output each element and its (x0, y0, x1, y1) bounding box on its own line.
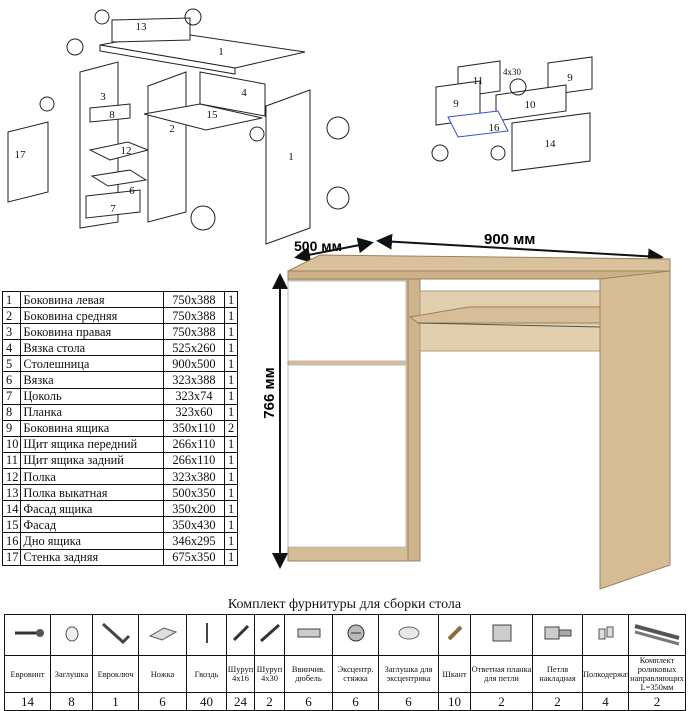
callout-14: 14 (545, 138, 557, 150)
hardware-label: Эксцентр. стяжка (332, 655, 379, 693)
callout-13: 15 (207, 109, 219, 121)
hardware-qty: 40 (186, 692, 227, 711)
hardware-label: Ножка (138, 655, 187, 693)
callout-9-back: 9 (567, 72, 573, 84)
wood-dowel-icon (438, 614, 471, 656)
height-dimension: 766 мм (261, 367, 278, 418)
hardware-label: Шкант (438, 655, 471, 693)
callout-4: 4 (241, 87, 247, 99)
hardware-qty: 10 (438, 692, 471, 711)
hardware-qty: 6 (284, 692, 333, 711)
callout-5: 1 (218, 46, 224, 58)
hinge-icon (532, 614, 583, 656)
hardware-label: Заглушка (50, 655, 93, 693)
hardware-qty: 2 (254, 692, 285, 711)
hardware-label: Гвоздь (186, 655, 227, 693)
leg-icon (138, 614, 187, 656)
callout-4x30: 4x30 (503, 67, 522, 77)
callout-8: 8 (109, 109, 115, 121)
hardware-qty: 6 (378, 692, 439, 711)
hardware-label: Полкодержатель (582, 655, 629, 693)
hardware-qty: 1 (92, 692, 139, 711)
cap-icon (50, 614, 93, 656)
hardware-label: Еврок­люч (92, 655, 139, 693)
callout-1: 1 (288, 151, 294, 163)
callout-17: 13 (136, 21, 148, 33)
screw-4x16-icon (226, 614, 255, 656)
hardware-label: Ответная планка для петли (470, 655, 533, 693)
callout-7: 7 (110, 203, 116, 215)
cam-cap-icon (378, 614, 439, 656)
dowel-icon (284, 614, 333, 656)
screw-4x30-icon (254, 614, 285, 656)
callout-10: 10 (525, 99, 537, 111)
callout-3: 3 (100, 91, 106, 103)
hardware-qty: 2 (532, 692, 583, 711)
hardware-qty: 2 (470, 692, 533, 711)
callout-2: 2 (169, 123, 175, 135)
callout-9-front: 9 (453, 98, 459, 110)
hinge-plate-icon (470, 614, 533, 656)
hardware-label: Петля накладная (532, 655, 583, 693)
hardware-qty: 24 (226, 692, 255, 711)
callout-16: 16 (489, 122, 501, 134)
exploded-assembly-diagram: 13 1 3 8 12 6 7 17 2 4 15 1 (7, 8, 350, 245)
hardware-kit-title: Комплект фурнитуры для сборки стола (227, 597, 462, 612)
hardware-label: Комплект роликовых направляющих L=350мм (628, 655, 686, 693)
hex-key-icon (92, 614, 139, 656)
hardware-kit-table: Евровинт Заглушка Еврок­люч Ножка Гвоздь… (4, 614, 686, 711)
eurobolt-icon (4, 614, 51, 656)
hardware-label: Заглушка для эксцентрика (378, 655, 439, 693)
hardware-label: Шуруп 4х30 (254, 655, 285, 693)
hardware-qty: 2 (628, 692, 686, 711)
nail-icon (186, 614, 227, 656)
depth-dimension: 500 мм (294, 238, 342, 254)
hardware-qty: 14 (4, 692, 51, 711)
callout-6: 6 (129, 185, 135, 197)
width-dimension: 900 мм (484, 231, 535, 248)
hardware-qty: 4 (582, 692, 629, 711)
callout-11: 11 (473, 75, 484, 87)
hardware-qty: 6 (138, 692, 187, 711)
cam-lock-icon (332, 614, 379, 656)
assembled-desk-diagram: 500 мм 900 мм 766 мм (261, 231, 671, 590)
callout-15: 17 (15, 149, 27, 161)
roller-guide-icon (628, 614, 686, 656)
hardware-label: Ввинчив. дюбель (284, 655, 333, 693)
hardware-qty: 8 (50, 692, 93, 711)
hardware-qty: 6 (332, 692, 379, 711)
callout-12: 12 (121, 145, 132, 157)
hardware-label: Евровинт (4, 655, 51, 693)
drawer-assembly-diagram: 11 9 9 10 16 14 4x30 (431, 56, 593, 172)
hardware-label: Шуруп 4х16 (226, 655, 255, 693)
shelf-support-icon (582, 614, 629, 656)
